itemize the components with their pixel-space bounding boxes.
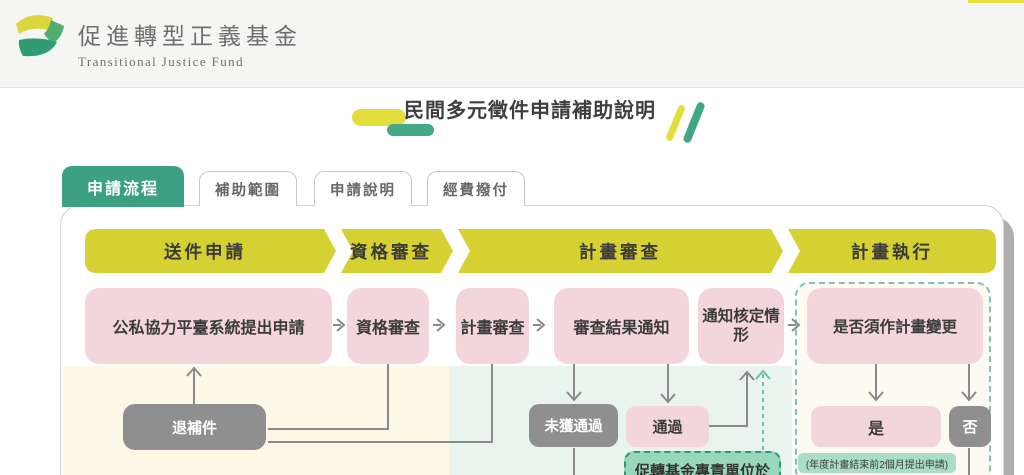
title-decoration-yellow bbox=[352, 109, 406, 126]
title-slash-green bbox=[682, 101, 706, 144]
flow-connectors bbox=[186, 318, 977, 475]
tab-application-info[interactable]: 申請說明 bbox=[314, 171, 412, 206]
page-title: 民間多元徵件申請補助說明 bbox=[404, 100, 656, 122]
site-header: 促進轉型正義基金 Transitional Justice Fund bbox=[0, 0, 1024, 88]
node-approval-notice: 通知核定情形 bbox=[698, 288, 784, 364]
tab-subsidy-scope[interactable]: 補助範圍 bbox=[199, 171, 297, 206]
deadline-note: (年度計畫結束前2個月提出申請) bbox=[798, 453, 956, 473]
title-decoration-green bbox=[387, 124, 434, 136]
fund-unit-note: 促轉基金專責單位於 bbox=[624, 451, 781, 475]
stage-label-plan-review: 計畫審查 bbox=[579, 242, 661, 262]
node-not-passed: 未獲通過 bbox=[529, 404, 618, 447]
fund-logo-icon bbox=[16, 15, 64, 57]
node-plan-review: 計畫審查 bbox=[456, 288, 529, 364]
tab-application-process[interactable]: 申請流程 bbox=[62, 166, 184, 207]
node-return-for-correction: 退補件 bbox=[123, 404, 266, 450]
flowchart-card: 送件申請 資格審查 計畫審查 計畫執行 bbox=[60, 205, 1004, 475]
stage-label-qualification: 資格審查 bbox=[350, 242, 432, 262]
stage-label-submission: 送件申請 bbox=[164, 242, 246, 262]
top-accent-bar bbox=[968, 0, 1024, 3]
node-no: 否 bbox=[949, 406, 991, 447]
stage-label-plan-execution: 計畫執行 bbox=[851, 242, 933, 262]
node-need-plan-change: 是否須作計畫變更 bbox=[807, 288, 983, 364]
node-result-notice: 審查結果通知 bbox=[554, 288, 689, 364]
brand-subtitle: Transitional Justice Fund bbox=[78, 54, 244, 69]
tab-funding-disbursement[interactable]: 經費撥付 bbox=[427, 171, 525, 206]
node-submit-application: 公私協力平臺系統提出申請 bbox=[85, 288, 332, 364]
stage-banner: 送件申請 資格審查 計畫審查 計畫執行 bbox=[85, 229, 996, 273]
node-passed: 通過 bbox=[626, 406, 709, 447]
node-yes: 是 bbox=[811, 406, 941, 447]
node-qualification-review: 資格審查 bbox=[347, 288, 429, 364]
brand-title: 促進轉型正義基金 bbox=[78, 24, 302, 49]
